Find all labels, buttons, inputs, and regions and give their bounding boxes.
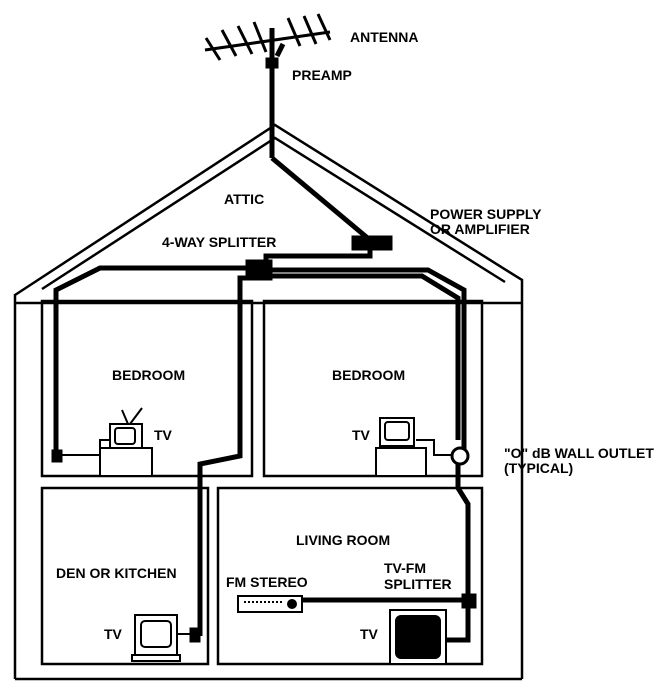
tv-living-screen [395, 615, 441, 659]
label-tv-den: TV [104, 626, 123, 642]
cable-splitter-to-den [197, 275, 248, 636]
tv-right-stand [375, 447, 427, 477]
devices [51, 57, 477, 643]
splitter-4way-box [245, 259, 273, 281]
label-power-supply-2: OR AMPLIFIER [430, 221, 530, 237]
tv-den [131, 614, 181, 662]
room-bedroom-right [262, 299, 484, 478]
roof-outer [13, 123, 524, 303]
tv-den-screen [140, 620, 172, 648]
tv-left-screen [114, 427, 136, 445]
label-attic: ATTIC [224, 191, 264, 207]
label-wall-outlet-2: (TYPICAL) [504, 460, 573, 476]
outlet-left-bedroom [51, 449, 63, 463]
cable-tvfm-to-tv [446, 606, 471, 643]
labels: ANTENNA PREAMP ATTIC POWER SUPPLY OR AMP… [56, 29, 654, 642]
antenna-element-5 [286, 17, 302, 47]
label-bedroom-left: BEDROOM [112, 367, 185, 383]
house-structure [13, 123, 524, 681]
antenna [204, 13, 332, 61]
power-supply-box [351, 235, 393, 251]
label-power-supply-1: POWER SUPPLY [430, 206, 542, 222]
cable-mast-to-power-supply [270, 156, 372, 242]
tv-right-bedroom [375, 417, 427, 477]
antenna-lead [274, 42, 286, 58]
antenna-element-6 [302, 15, 318, 45]
roof-inner [41, 136, 506, 291]
tvfm-splitter-box [461, 593, 477, 609]
antenna-element-3 [236, 25, 254, 55]
label-den-kitchen: DEN OR KITCHEN [56, 565, 177, 581]
tv-left-bedroom [99, 407, 153, 477]
fm-stereo-body [237, 595, 303, 613]
label-tv-bedroom-right: TV [352, 427, 371, 443]
cable-to-tvfm-splitter [455, 456, 471, 594]
label-tv-living: TV [360, 626, 379, 642]
antenna-element-7 [316, 13, 332, 41]
antenna-element-4 [252, 21, 268, 53]
antenna-element-1 [204, 37, 222, 61]
outlet-den [189, 627, 201, 643]
rabbit-ears-icon-2 [129, 407, 143, 425]
label-splitter-4way: 4-WAY SPLITTER [162, 234, 276, 250]
outlet-right-bedroom [450, 446, 470, 466]
label-living-room: LIVING ROOM [296, 532, 390, 548]
label-bedroom-right: BEDROOM [332, 367, 405, 383]
cable-splitter-to-left-bedroom [53, 265, 248, 456]
rabbit-ears-icon [121, 409, 129, 425]
cable-splitter-to-right-bedroom [272, 267, 467, 456]
fm-stereo-knob-icon [287, 599, 297, 609]
tv-right-screen [384, 421, 410, 441]
rooms [40, 299, 484, 666]
label-fm-stereo: FM STEREO [226, 574, 308, 590]
fm-stereo-unit [237, 595, 303, 613]
room-den-kitchen [40, 486, 210, 666]
cable-splitter-to-living-room [272, 273, 461, 440]
tv-left-stand [99, 447, 153, 477]
label-tv-bedroom-left: TV [154, 427, 173, 443]
lead-right-bedroom [416, 439, 455, 456]
tv-den-base [131, 654, 181, 662]
label-antenna: ANTENNA [350, 29, 418, 45]
preamp-box [265, 57, 279, 69]
label-preamp: PREAMP [292, 67, 352, 83]
coax-cables [53, 28, 471, 643]
room-living [216, 486, 484, 666]
antenna-element-2 [220, 29, 238, 57]
antenna-boom [204, 30, 331, 52]
label-tvfm-2: SPLITTER [384, 576, 452, 592]
label-tvfm-1: TV-FM [384, 560, 426, 576]
label-wall-outlet-1: "O" dB WALL OUTLET [504, 445, 654, 461]
tv-living [389, 609, 447, 665]
